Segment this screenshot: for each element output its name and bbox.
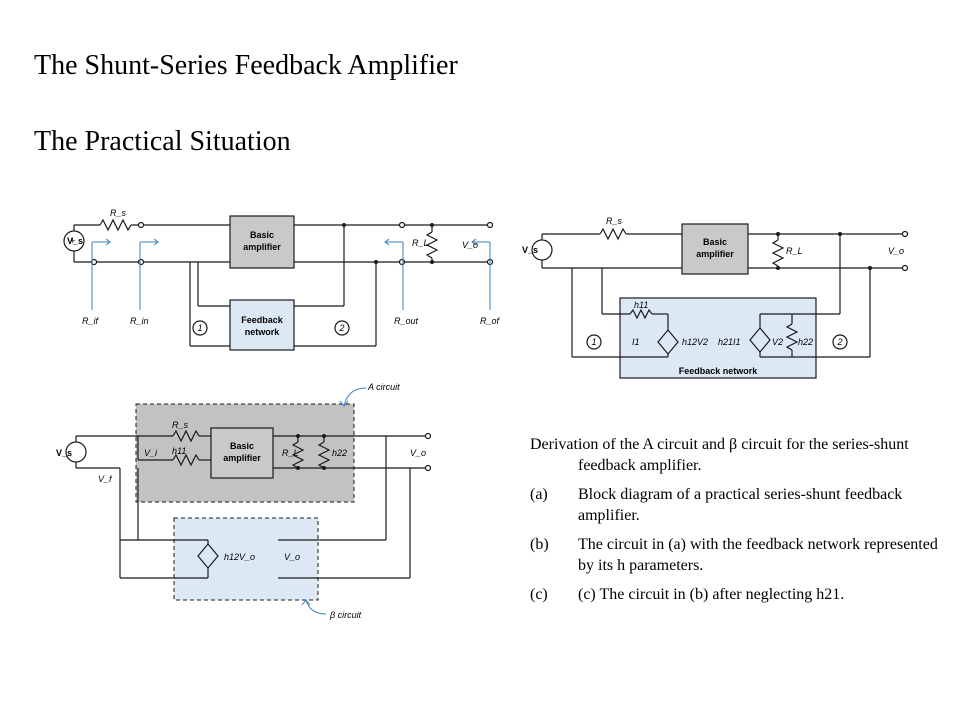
rout-label: R_out [394,316,419,326]
diagram-b: V_s R_s Basic amplifier R_L V_o h11 I1 h… [522,216,909,379]
basic-amp-line2: amplifier [243,242,281,252]
c-h22-label: h22 [332,448,347,458]
b-rl-label: R_L [786,246,803,256]
caption-tag: (b) [530,536,549,553]
caption-text: Block diagram of a practical series-shun… [578,486,903,524]
c-h12vo-label: h12V_o [224,552,255,562]
caption-tag: (a) [530,486,548,503]
rs-label: R_s [110,208,127,218]
b-v2-label: V2 [772,337,783,347]
basic-amp-line1: Basic [250,230,274,240]
c-vs-label: V_s [56,448,72,458]
c-beta-circuit-label: β circuit [329,610,362,620]
caption-item-c: (c) (c) The circuit in (b) after neglect… [530,584,940,605]
rin-label: R_in [130,316,149,326]
b-vs-label: V_s [522,245,538,255]
vo-label: V_o [462,240,478,250]
c-basic-amp-line2: amplifier [223,453,261,463]
c-a-circuit-label: A circuit [367,382,400,392]
b-h12v2-label: h12V2 [682,337,708,347]
c-vf-label: V_f [98,474,113,484]
caption-text: (c) The circuit in (b) after neglecting … [578,586,845,603]
slide-subtitle: The Practical Situation [34,126,291,157]
c-basic-amp-line1: Basic [230,441,254,451]
rof-label: R_of [480,316,501,326]
caption-item-a: (a) Block diagram of a practical series-… [530,484,940,526]
feedback-line2: network [245,327,281,337]
c-vo-beta-label: V_o [284,552,300,562]
c-h11-label: h11 [172,446,186,456]
b-port2-label: 2 [836,337,842,347]
figure-caption: Derivation of the A circuit and β circui… [530,434,940,605]
diagram-a: V_s + R_s Basic amplifier Feedback netwo… [63,208,501,351]
c-rs-label: R_s [172,420,189,430]
b-rs-label: R_s [606,216,623,226]
b-h11-label: h11 [634,300,648,310]
port2-label: 2 [338,323,344,333]
caption-text: The circuit in (a) with the feedback net… [578,536,938,574]
b-basic-amp-line2: amplifier [696,249,734,259]
caption-tag: (c) [530,586,548,603]
rif-label: R_if [82,316,100,326]
c-vo-label: V_o [410,448,426,458]
c-vi-label: V_i [144,448,158,458]
rl-label: R_L [412,238,429,248]
caption-item-b: (b) The circuit in (a) with the feedback… [530,534,940,576]
b-i1-label: I1 [632,337,640,347]
c-rl-label: R_L [282,448,299,458]
b-basic-amp-line1: Basic [703,237,727,247]
svg-text:+: + [70,236,75,246]
b-h21i1-label: h21I1 [718,337,741,347]
caption-main: Derivation of the A circuit and β circui… [530,436,909,474]
b-port1-label: 1 [591,337,596,347]
feedback-line1: Feedback [241,315,284,325]
b-vo-label: V_o [888,246,904,256]
diagram-c: A circuit β circuit R_s h11 V_i V_s V_f … [56,382,432,620]
port1-label: 1 [197,323,202,333]
b-h22-label: h22 [798,337,813,347]
vs-label: V_s [67,236,83,246]
slide-title: The Shunt-Series Feedback Amplifier [34,50,458,81]
b-feedback-label: Feedback network [679,366,759,376]
